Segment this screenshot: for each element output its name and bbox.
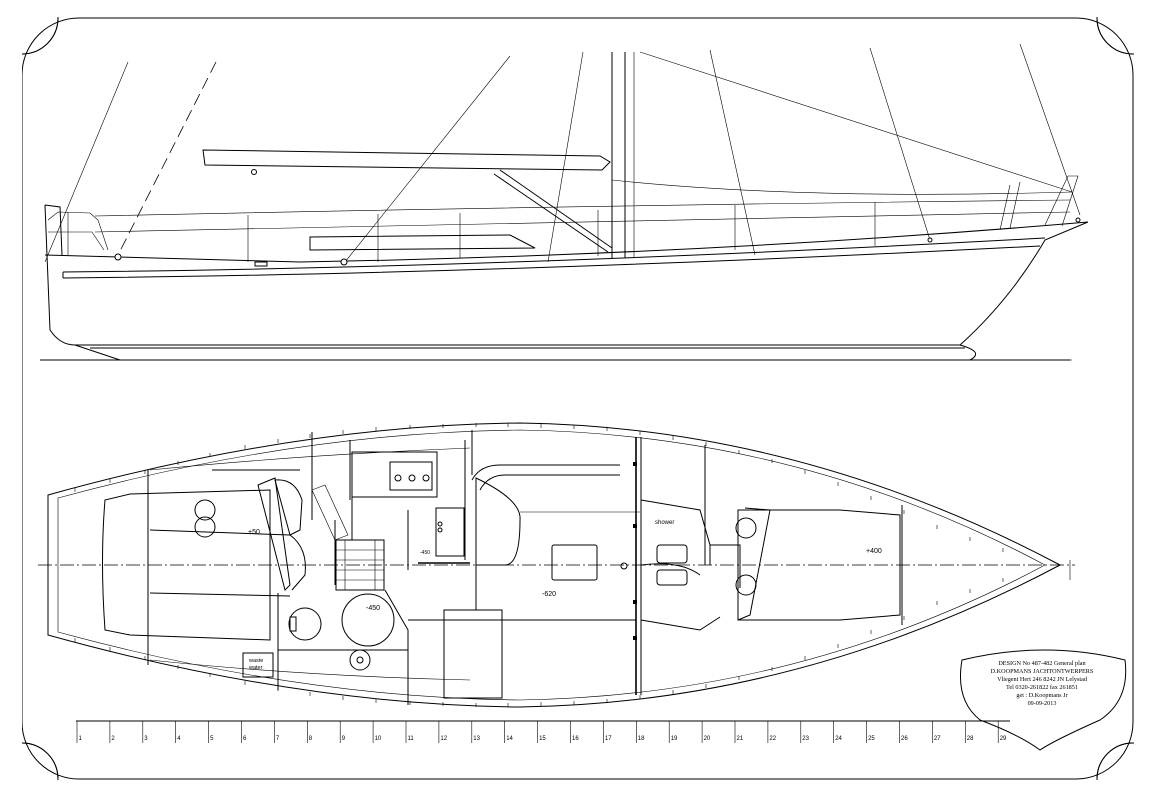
ruler-label: 8 bbox=[309, 736, 313, 742]
ruler-label: 21 bbox=[737, 736, 744, 742]
ruler-label: 28 bbox=[967, 736, 974, 742]
ruler-label: 27 bbox=[934, 736, 941, 742]
frame-ticks bbox=[74, 423, 1004, 707]
cockpit-level-label: +50 bbox=[248, 529, 260, 536]
saloon-level-label: -620 bbox=[542, 591, 556, 598]
plan-view bbox=[38, 422, 1075, 708]
ruler-label: 12 bbox=[440, 736, 447, 742]
galley-level-label: -450 bbox=[366, 605, 380, 612]
ruler-label: 22 bbox=[769, 736, 776, 742]
ruler-label: 25 bbox=[868, 736, 875, 742]
ruler-label: 15 bbox=[539, 736, 546, 742]
title-line-2: D.KOOPMANS JACHTONTWERPERS bbox=[991, 668, 1094, 675]
ruler-label: 11 bbox=[408, 736, 415, 742]
plan-labels: +50 -620 -450 -450 +400 shower waste wat… bbox=[248, 520, 882, 671]
ruler-label: 2 bbox=[111, 736, 115, 742]
ruler-label: 18 bbox=[638, 736, 645, 742]
ruler-label: 3 bbox=[144, 736, 148, 742]
ruler-label: 7 bbox=[276, 736, 280, 742]
ruler-label: 17 bbox=[605, 736, 612, 742]
ruler-label: 6 bbox=[243, 736, 247, 742]
ruler-label: 26 bbox=[901, 736, 908, 742]
forecabin-level-label: +400 bbox=[866, 548, 882, 555]
ruler-label: 13 bbox=[473, 736, 480, 742]
title-line-3: Vliegent Hert 246 8242 JN Lelystad bbox=[997, 676, 1088, 683]
shower-label: shower bbox=[655, 520, 674, 526]
ruler-label: 14 bbox=[506, 736, 513, 742]
ruler-label: 19 bbox=[671, 736, 678, 742]
title-line-5: get : D.Koopmans Jr bbox=[1016, 692, 1067, 699]
ruler-label: 23 bbox=[802, 736, 809, 742]
title-line-4: Tel 0320-261822 fax 261851 bbox=[1006, 684, 1078, 691]
ruler-label: 5 bbox=[210, 736, 214, 742]
ruler-label: 24 bbox=[835, 736, 842, 742]
profile-view bbox=[40, 43, 1089, 361]
title-line-6: 09-09-2013 bbox=[1028, 700, 1057, 707]
title-block: DESIGN No 487-482 General plan D.KOOPMAN… bbox=[959, 649, 1127, 751]
ruler-label: 9 bbox=[342, 736, 346, 742]
title-line-1: DESIGN No 487-482 General plan bbox=[998, 660, 1085, 667]
waste-water-label-2: water bbox=[248, 665, 263, 671]
ruler-label: 16 bbox=[572, 736, 579, 742]
ruler-label: 20 bbox=[704, 736, 711, 742]
waste-water-label-1: waste bbox=[248, 658, 263, 664]
ruler-label: 29 bbox=[1000, 736, 1007, 742]
ruler-label: 4 bbox=[177, 736, 181, 742]
ruler-label: 10 bbox=[375, 736, 382, 742]
nav-level-label: -450 bbox=[420, 550, 430, 556]
ruler-label: 1 bbox=[79, 736, 83, 742]
